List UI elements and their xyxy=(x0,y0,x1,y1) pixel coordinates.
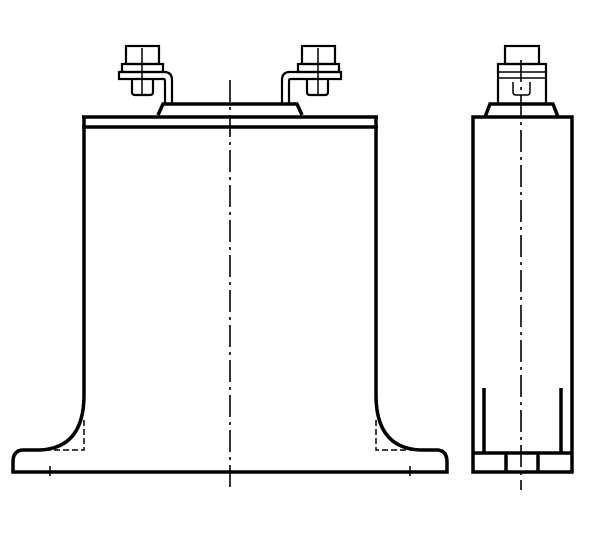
terminal-bracket xyxy=(117,70,174,104)
side-body-outline xyxy=(471,115,574,474)
hidden-line-left xyxy=(45,420,85,451)
terminal-bracket xyxy=(280,70,343,104)
hidden-line-right xyxy=(375,420,415,451)
side-terminal-block xyxy=(496,62,548,106)
side-view xyxy=(471,44,574,490)
terminal-right xyxy=(280,44,343,104)
front-view xyxy=(11,44,449,490)
terminal-left xyxy=(117,44,174,104)
terminal-boss xyxy=(156,102,304,116)
side-screw-head xyxy=(503,44,541,66)
